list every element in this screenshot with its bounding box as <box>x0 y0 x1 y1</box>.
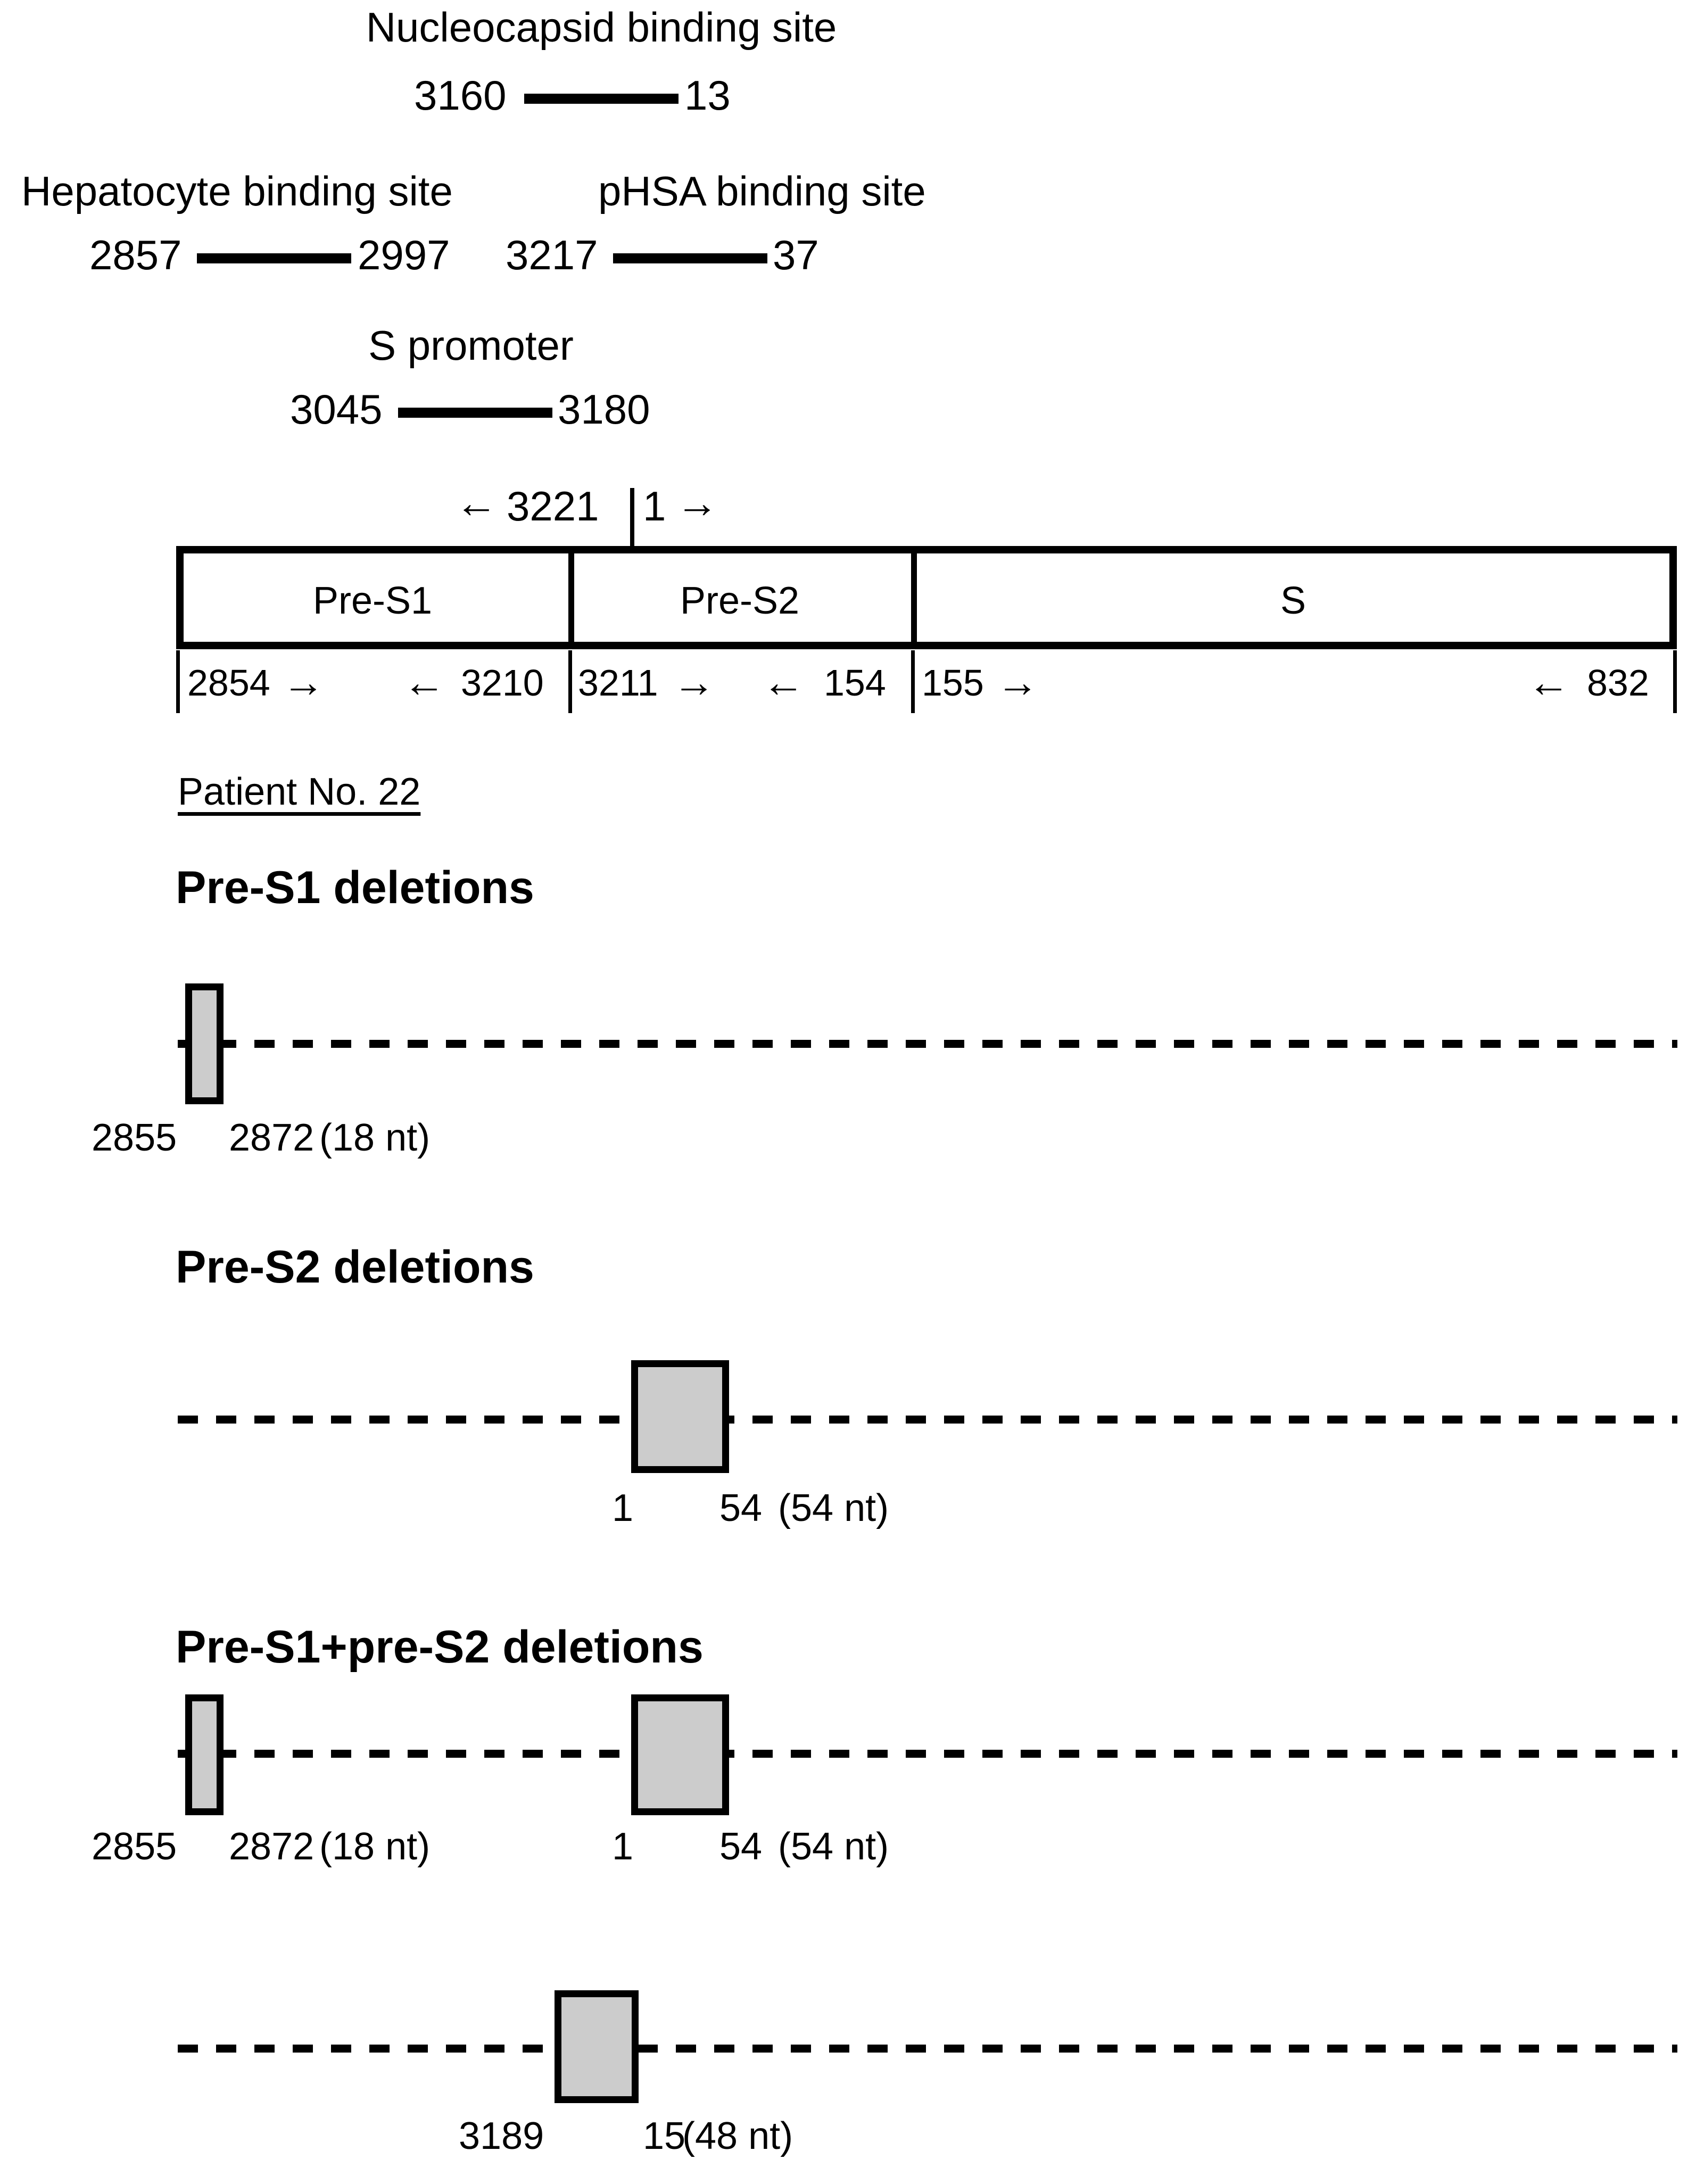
hepatocyte-end-label: 2997 <box>358 231 450 278</box>
origin-right-label: 1 <box>643 483 666 530</box>
combined-deletion-1-start: 2855 <box>92 1825 177 1868</box>
pre-s1-baseline <box>178 1040 1677 1048</box>
combined-deletion-block-1 <box>185 1694 224 1815</box>
s-promoter-title: S promoter <box>368 322 574 369</box>
combined-baseline-row-1 <box>178 1750 1677 1758</box>
coord-tick-pres1-pres2 <box>568 650 572 713</box>
combined-deletion-2-start: 1 <box>612 1825 634 1868</box>
nucleocapsid-span-bar <box>524 94 679 104</box>
patient-label: Patient No. 22 <box>178 771 421 813</box>
combined-deletion-3-start: 3189 <box>459 2115 544 2157</box>
pre-s1-start-coord: 2854 <box>187 662 270 704</box>
phsa-span-bar <box>613 253 767 263</box>
section-heading-pre-s1: Pre-S1 deletions <box>176 862 534 913</box>
combined-baseline-row-2 <box>178 2045 1677 2053</box>
pre-s2-start-arrow-icon: → <box>673 658 715 706</box>
pre-s1-end-arrow-icon: ← <box>403 658 445 706</box>
combined-deletion-1-size: (18 nt) <box>319 1825 431 1868</box>
combined-deletion-block-3 <box>555 1990 639 2103</box>
combined-deletion-3-size: (48 nt) <box>682 2115 793 2157</box>
s-promoter-end-label: 3180 <box>558 386 650 433</box>
gene-segment-label-pre-s1: Pre-S1 <box>312 580 433 622</box>
pre-s2-baseline <box>178 1416 1677 1424</box>
combined-deletion-block-2 <box>631 1694 729 1815</box>
phsa-start-label: 3217 <box>506 231 598 278</box>
pre-s1-deletion-1-start: 2855 <box>92 1116 177 1159</box>
pre-s2-deletion-1-size: (54 nt) <box>778 1487 889 1529</box>
pre-s2-deletion-1-start: 1 <box>612 1487 634 1529</box>
gene-structure-box <box>176 546 1677 649</box>
pre-s1-start-arrow-icon: → <box>282 658 325 706</box>
s-start-coord: 155 <box>922 662 984 704</box>
pre-s2-deletion-1-end: 54 <box>719 1487 763 1529</box>
s-end-coord: 832 <box>1587 662 1649 704</box>
s-start-arrow-icon: → <box>996 658 1039 706</box>
combined-deletion-2-end: 54 <box>719 1825 763 1868</box>
pre-s1-deletion-1-end: 2872 <box>229 1116 315 1159</box>
pre-s2-deletion-block-1 <box>631 1360 729 1473</box>
nucleocapsid-start-label: 3160 <box>414 72 507 119</box>
nucleocapsid-binding-site-title: Nucleocapsid binding site <box>366 4 837 51</box>
section-heading-pre-s1-plus-pre-s2: Pre-S1+pre-S2 deletions <box>176 1622 704 1673</box>
gene-segment-label-pre-s2: Pre-S2 <box>680 580 800 622</box>
pre-s1-deletion-1-size: (18 nt) <box>319 1116 431 1159</box>
combined-deletion-1-end: 2872 <box>229 1825 315 1868</box>
gene-divider-pres1-pres2 <box>568 553 574 642</box>
origin-left-arrow-icon: ← <box>455 479 498 526</box>
pre-s1-deletion-block-1 <box>185 983 224 1104</box>
hepatocyte-binding-site-title: Hepatocyte binding site <box>21 168 453 214</box>
coord-tick-pres2-s <box>911 650 915 713</box>
combined-deletion-2-size: (54 nt) <box>778 1825 889 1868</box>
pre-s2-start-coord: 3211 <box>578 662 658 704</box>
phsa-binding-site-title: pHSA binding site <box>598 168 926 214</box>
nucleocapsid-end-label: 13 <box>684 72 731 119</box>
section-heading-pre-s2: Pre-S2 deletions <box>176 1242 534 1293</box>
gene-divider-pres2-s <box>911 553 917 642</box>
phsa-end-label: 37 <box>773 231 819 278</box>
origin-divider-tick <box>630 488 634 549</box>
hepatocyte-span-bar <box>197 253 351 263</box>
pre-s2-end-arrow-icon: ← <box>762 658 805 706</box>
hepatocyte-start-label: 2857 <box>89 231 182 278</box>
s-end-arrow-icon: ← <box>1527 658 1570 706</box>
combined-deletion-3-end: 15 <box>643 2115 686 2157</box>
pre-s1-end-coord: 3210 <box>461 662 544 704</box>
s-promoter-span-bar <box>398 408 552 418</box>
gene-segment-label-s: S <box>1280 580 1306 622</box>
s-promoter-start-label: 3045 <box>290 386 383 433</box>
coord-tick-right-end <box>1673 650 1677 713</box>
origin-left-label: 3221 <box>507 483 599 530</box>
coord-tick-left-end <box>176 650 180 713</box>
origin-right-arrow-icon: → <box>676 479 718 526</box>
pre-s2-end-coord: 154 <box>824 662 886 704</box>
